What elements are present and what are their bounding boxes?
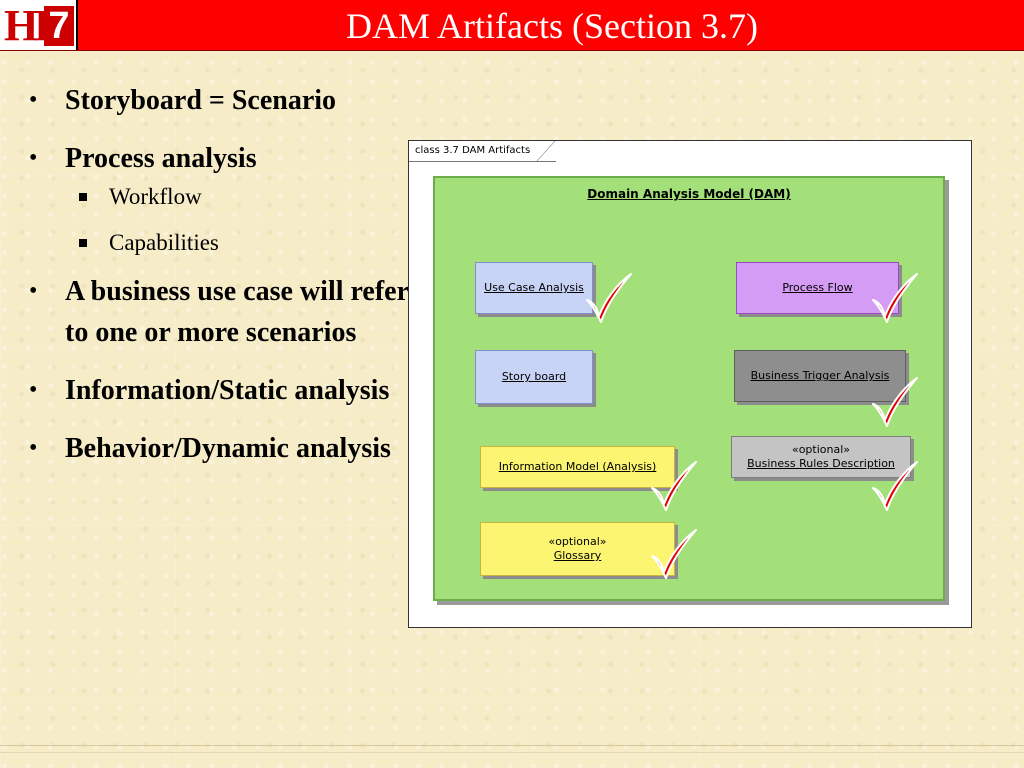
node-information-model: Information Model (Analysis)	[480, 446, 675, 488]
checkmark-icon	[872, 273, 918, 323]
bullet-item: •Process analysis	[25, 138, 410, 179]
bullet-dot-icon: •	[29, 87, 38, 113]
bullet-item: •A business use case will refer to one o…	[25, 271, 410, 353]
slide-title: DAM Artifacts (Section 3.7)	[346, 6, 758, 46]
node-process-flow: Process Flow	[736, 262, 899, 314]
checkmark-icon	[872, 377, 918, 427]
footer-divider	[0, 752, 1024, 753]
square-bullet-icon	[79, 193, 87, 201]
sub-bullet-item: Workflow	[25, 183, 410, 211]
bullet-item: •Behavior/Dynamic analysis	[25, 428, 410, 469]
checkmark-icon	[872, 461, 918, 511]
checkmark-icon	[586, 273, 632, 323]
footer-divider	[0, 745, 1024, 746]
bullet-item: •Information/Static analysis	[25, 370, 410, 411]
bullet-dot-icon: •	[29, 435, 38, 461]
sub-bullet-item: Capabilities	[25, 229, 410, 257]
bullet-dot-icon: •	[29, 377, 38, 403]
uml-diagram: class 3.7 DAM Artifacts Domain Analysis …	[408, 140, 972, 628]
checkmark-icon	[651, 529, 697, 579]
node-story-board: Story board	[475, 350, 593, 404]
checkmark-icon	[651, 461, 697, 511]
hl7-logo: HL 7	[0, 0, 78, 50]
square-bullet-icon	[79, 239, 87, 247]
node-use-case-analysis: Use Case Analysis	[475, 262, 593, 314]
dam-package: Domain Analysis Model (DAM) Use Case Ana…	[433, 176, 945, 601]
diagram-tab-label: class 3.7 DAM Artifacts	[409, 141, 557, 162]
node-business-rules-description: «optional» Business Rules Description	[731, 436, 911, 478]
bullet-list: •Storyboard = Scenario •Process analysis…	[25, 80, 410, 486]
title-bar: HL 7 DAM Artifacts (Section 3.7)	[0, 0, 1024, 51]
node-glossary: «optional» Glossary	[480, 522, 675, 576]
bullet-dot-icon: •	[29, 145, 38, 171]
node-business-trigger-analysis: Business Trigger Analysis	[734, 350, 906, 402]
bullet-item: •Storyboard = Scenario	[25, 80, 410, 121]
package-title: Domain Analysis Model (DAM)	[587, 187, 791, 201]
bullet-dot-icon: •	[29, 278, 38, 304]
